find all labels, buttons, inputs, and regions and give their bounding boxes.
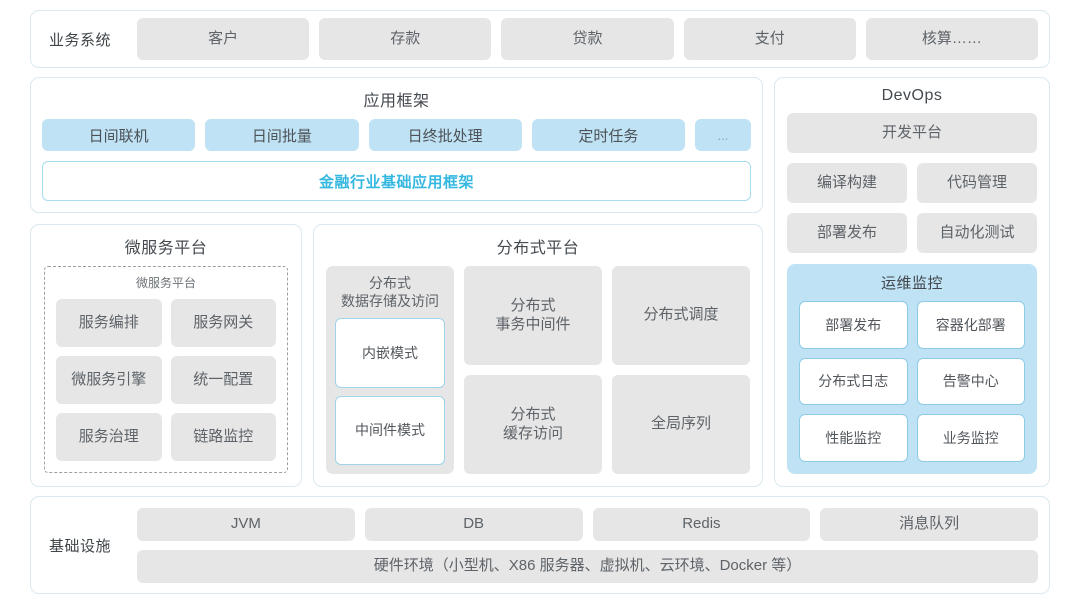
appframe-chip-more[interactable]: ... <box>695 119 751 151</box>
application-framework-panel: 应用框架 日间联机 日间批量 日终批处理 定时任务 ... 金融行业基础应用框架 <box>30 77 763 213</box>
infra-chip-hardware-environment[interactable]: 硬件环境（小型机、X86 服务器、虚拟机、云环境、Docker 等） <box>137 549 1038 583</box>
infra-chip-redis[interactable]: Redis <box>592 507 811 541</box>
ops-chip-business-monitoring[interactable]: 业务监控 <box>916 414 1025 462</box>
distributed-data-storage-title: 分布式 数据存储及访问 <box>335 274 445 318</box>
microservice-inner-dashed-box: 微服务平台 服务编排 服务网关 微服务引擎 统一配置 服务治理 链路监控 <box>44 266 288 473</box>
micro-chip-unified-config[interactable]: 统一配置 <box>170 356 276 404</box>
infrastructure-content: JVM DB Redis 消息队列 硬件环境（小型机、X86 服务器、虚拟机、云… <box>137 507 1038 583</box>
dist-mode-embedded[interactable]: 内嵌模式 <box>335 318 445 388</box>
finance-base-framework-bar[interactable]: 金融行业基础应用框架 <box>42 161 751 201</box>
distributed-platform-body: 分布式 数据存储及访问 内嵌模式 中间件模式 分布式事务中间件 <box>326 266 750 474</box>
business-chip-deposit[interactable]: 存款 <box>319 18 492 60</box>
appframe-chip-daytime-batch[interactable]: 日间批量 <box>205 119 359 151</box>
infra-chip-db[interactable]: DB <box>364 507 583 541</box>
distributed-data-storage-title-line1: 分布式 <box>369 275 411 291</box>
devops-chip-compile-build[interactable]: 编译构建 <box>787 163 907 203</box>
distributed-chip-grid: 分布式事务中间件 分布式调度 分布式缓存访问 全局序列 <box>464 266 750 474</box>
ops-chip-deploy-release[interactable]: 部署发布 <box>799 301 908 349</box>
business-chip-accounting[interactable]: 核算…… <box>865 18 1039 60</box>
dist-chip-transaction-middleware[interactable]: 分布式事务中间件 <box>464 266 602 365</box>
business-chip-customer[interactable]: 客户 <box>137 18 310 60</box>
distributed-platform-panel: 分布式平台 分布式 数据存储及访问 内嵌模式 中间件模式 <box>313 224 763 487</box>
distributed-data-storage-title-line2: 数据存储及访问 <box>341 293 439 310</box>
devops-chip-deploy-release[interactable]: 部署发布 <box>787 213 907 253</box>
microservice-platform-title: 微服务平台 <box>124 240 208 257</box>
ops-monitoring-title: 运维监控 <box>880 275 943 292</box>
devops-title: DevOps <box>881 87 943 104</box>
devops-chip-code-management[interactable]: 代码管理 <box>917 163 1037 203</box>
appframe-chip-daytime-online[interactable]: 日间联机 <box>42 119 196 151</box>
infra-chip-jvm[interactable]: JVM <box>137 507 355 541</box>
dist-chip-global-sequence[interactable]: 全局序列 <box>612 375 750 474</box>
dist-chip-transaction-middleware-text: 分布式事务中间件 <box>495 296 571 333</box>
microservice-platform-panel: 微服务平台 微服务平台 服务编排 服务网关 微服务引擎 统一配置 服务治理 链路… <box>30 224 302 487</box>
business-chip-loan[interactable]: 贷款 <box>501 18 674 60</box>
ops-monitoring-panel: 运维监控 部署发布 容器化部署 分布式日志 告警中心 性能监控 业务监控 <box>787 264 1037 474</box>
distributed-data-storage-card[interactable]: 分布式 数据存储及访问 内嵌模式 中间件模式 <box>326 266 454 474</box>
microservice-chip-grid: 服务编排 服务网关 微服务引擎 统一配置 服务治理 链路监控 <box>56 299 276 461</box>
infrastructure-label: 基础设施 <box>49 537 112 555</box>
application-framework-chip-list: 日间联机 日间批量 日终批处理 定时任务 ... <box>42 119 751 151</box>
middle-left-column: 应用框架 日间联机 日间批量 日终批处理 定时任务 ... 金融行业基础应用框架… <box>30 77 763 487</box>
ops-chip-alert-center[interactable]: 告警中心 <box>916 357 1025 406</box>
dist-chip-cache-access[interactable]: 分布式缓存访问 <box>464 375 602 474</box>
devops-chip-grid: 编译构建 代码管理 部署发布 自动化测试 <box>787 163 1037 253</box>
business-chip-payment[interactable]: 支付 <box>683 18 856 60</box>
dist-chip-cache-access-text: 分布式缓存访问 <box>502 405 563 442</box>
application-framework-title: 应用框架 <box>363 93 430 110</box>
micro-chip-trace-monitoring[interactable]: 链路监控 <box>170 413 276 461</box>
business-systems-label: 业务系统 <box>49 31 112 49</box>
devops-chip-dev-platform[interactable]: 开发平台 <box>787 113 1037 153</box>
dist-mode-middleware[interactable]: 中间件模式 <box>335 395 445 465</box>
micro-chip-service-governance[interactable]: 服务治理 <box>56 413 162 461</box>
business-systems-chip-list: 客户 存款 贷款 支付 核算…… <box>137 18 1039 60</box>
business-systems-panel: 业务系统 客户 存款 贷款 支付 核算…… <box>30 10 1050 68</box>
infrastructure-chip-list: JVM DB Redis 消息队列 <box>137 507 1038 541</box>
infrastructure-panel: 基础设施 JVM DB Redis 消息队列 硬件环境（小型机、X86 服务器、… <box>30 496 1050 594</box>
ops-chip-performance-monitoring[interactable]: 性能监控 <box>799 414 908 462</box>
microservice-inner-title: 微服务平台 <box>135 276 196 290</box>
micro-chip-microservice-engine[interactable]: 微服务引擎 <box>56 356 162 404</box>
ops-chip-containerized-deploy[interactable]: 容器化部署 <box>916 301 1025 349</box>
appframe-chip-eod-batch[interactable]: 日终批处理 <box>368 119 522 151</box>
ops-monitoring-chip-grid: 部署发布 容器化部署 分布式日志 告警中心 性能监控 业务监控 <box>799 301 1025 462</box>
appframe-chip-scheduled-task[interactable]: 定时任务 <box>531 119 685 151</box>
infra-chip-message-queue[interactable]: 消息队列 <box>820 507 1038 541</box>
middle-area: 应用框架 日间联机 日间批量 日终批处理 定时任务 ... 金融行业基础应用框架… <box>30 77 1050 487</box>
micro-chip-service-orchestration[interactable]: 服务编排 <box>56 299 162 347</box>
devops-panel: DevOps 开发平台 编译构建 代码管理 部署发布 自动化测试 运维监控 部署… <box>774 77 1050 487</box>
platforms-row: 微服务平台 微服务平台 服务编排 服务网关 微服务引擎 统一配置 服务治理 链路… <box>30 224 763 487</box>
devops-chip-automated-testing[interactable]: 自动化测试 <box>917 213 1037 253</box>
ops-chip-distributed-logs[interactable]: 分布式日志 <box>799 357 908 406</box>
dist-chip-scheduling[interactable]: 分布式调度 <box>612 266 750 365</box>
micro-chip-service-gateway[interactable]: 服务网关 <box>170 299 276 347</box>
distributed-platform-title: 分布式平台 <box>496 240 580 257</box>
